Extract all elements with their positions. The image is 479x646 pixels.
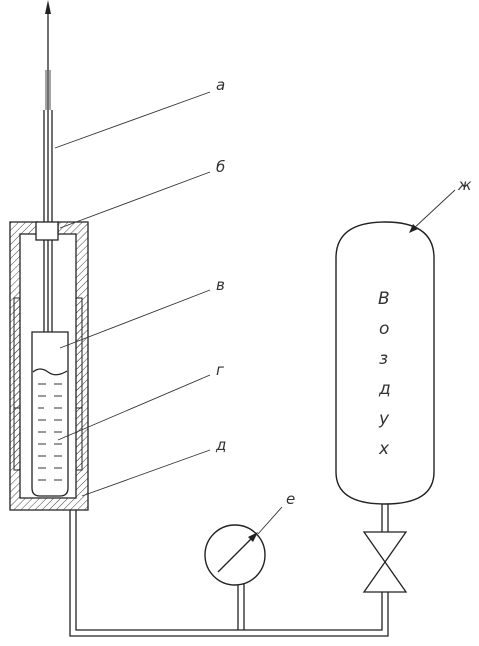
leader-lines bbox=[54, 91, 456, 535]
label-g: г bbox=[216, 361, 224, 379]
label-v: в bbox=[216, 276, 225, 294]
air-tank bbox=[335, 221, 435, 505]
tank-letter-1: В bbox=[378, 289, 390, 309]
label-zh: ж bbox=[457, 176, 472, 194]
label-b: б bbox=[216, 158, 225, 176]
label-d: д bbox=[215, 436, 226, 454]
outer-vessel bbox=[9, 221, 89, 511]
label-a: а bbox=[216, 76, 225, 94]
tank-letter-6: х bbox=[378, 439, 390, 459]
stopper bbox=[35, 221, 59, 241]
tank-letter-3: з bbox=[379, 349, 388, 369]
valve bbox=[362, 531, 408, 593]
label-e: е bbox=[286, 490, 295, 508]
tank-letter-2: о bbox=[379, 319, 389, 339]
test-tube bbox=[31, 331, 69, 497]
pressure-gauge bbox=[204, 524, 266, 586]
piping bbox=[69, 500, 389, 637]
tank-letter-5: у bbox=[378, 409, 390, 429]
tank-letter-4: д bbox=[378, 379, 391, 399]
